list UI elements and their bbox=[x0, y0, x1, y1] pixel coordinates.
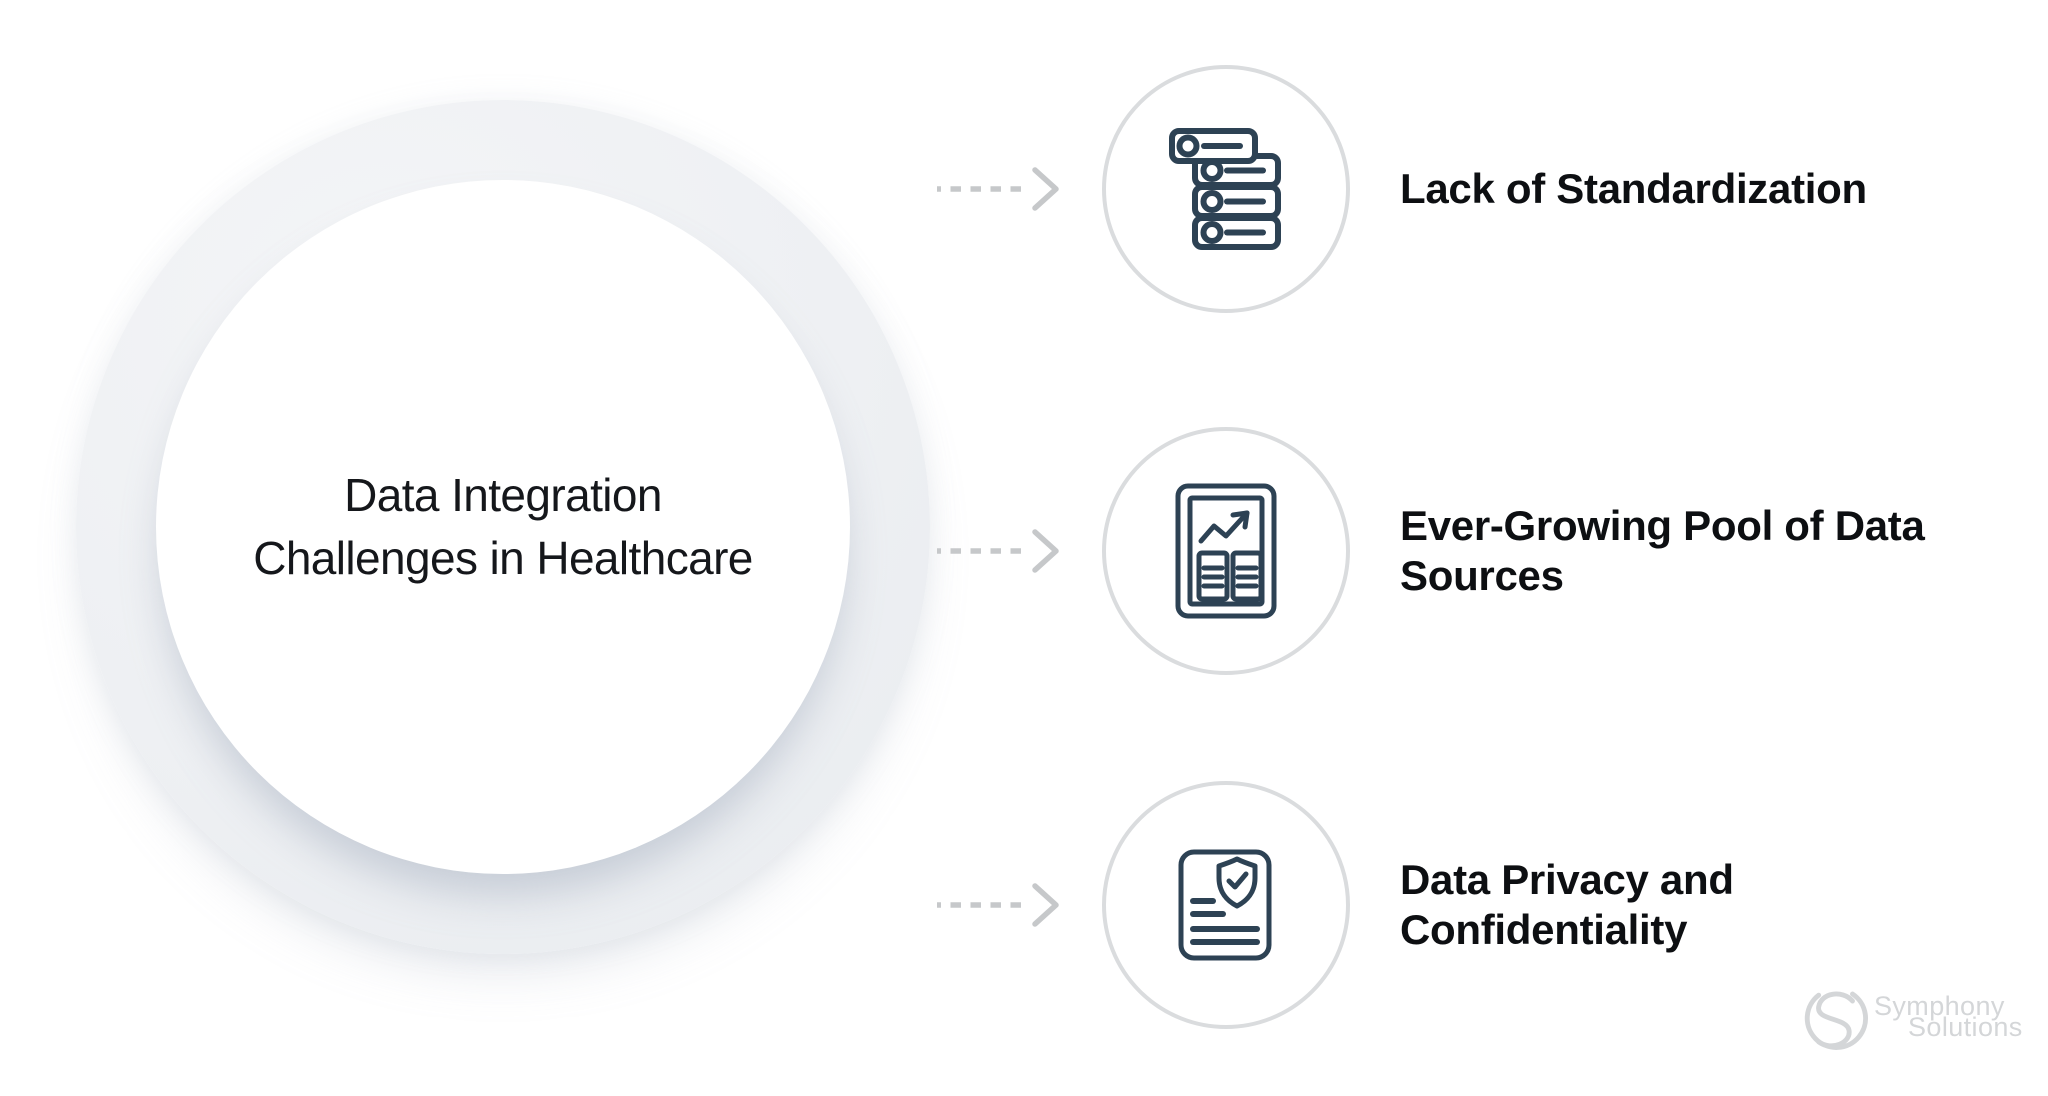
challenge-row-data-sources: Ever-Growing Pool of Data Sources bbox=[933, 427, 2020, 675]
brand-name-line2: Solutions bbox=[1908, 1012, 2023, 1042]
brand-name-line1: Symphony bbox=[1874, 991, 2005, 1021]
brand-logo: Symphony Solutions bbox=[1800, 984, 2023, 1060]
page-title: Data Integration Challenges in Healthcar… bbox=[253, 469, 753, 584]
dashed-arrow-icon bbox=[937, 529, 1059, 573]
challenge-label: Lack of Standardization bbox=[1400, 164, 1867, 212]
challenge-row-privacy: Data Privacy and Confidentiality bbox=[933, 781, 2020, 1029]
challenge-row-standardization: Lack of Standardization bbox=[933, 65, 2020, 313]
dashed-arrow-icon bbox=[937, 883, 1059, 927]
symphony-logo-icon bbox=[1804, 991, 1868, 1050]
hero-circle: Data Integration Challenges in Healthcar… bbox=[76, 100, 930, 954]
hero-circle-inner: Data Integration Challenges in Healthcar… bbox=[156, 180, 850, 874]
dashed-arrow-icon bbox=[937, 167, 1059, 211]
icon-circle bbox=[1102, 65, 1350, 313]
challenge-label: Ever-Growing Pool of Data Sources bbox=[1400, 501, 1925, 599]
server-stack-icon bbox=[1169, 128, 1281, 250]
document-shield-icon bbox=[1178, 849, 1272, 961]
challenge-label: Data Privacy and Confidentiality bbox=[1400, 855, 1734, 953]
report-chart-icon bbox=[1175, 483, 1277, 619]
icon-circle bbox=[1102, 427, 1350, 675]
brand-name: Symphony Solutions bbox=[1874, 991, 2023, 1042]
icon-circle bbox=[1102, 781, 1350, 1029]
